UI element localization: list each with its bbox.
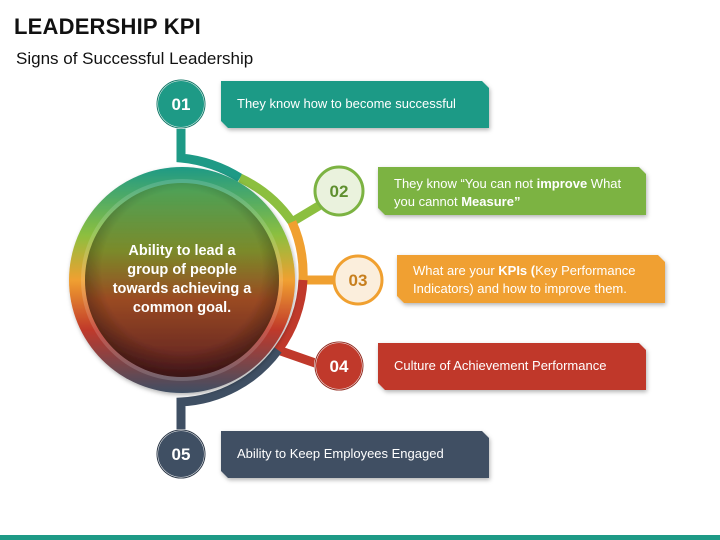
number-circle-05: 05 <box>156 429 206 479</box>
connector-lines <box>176 125 338 432</box>
connector-04 <box>270 279 320 369</box>
item-text-02-bold2: Measure” <box>461 194 521 209</box>
item-text-02-bold1: improve <box>536 176 588 191</box>
number-05: 05 <box>172 445 191 464</box>
item-text-02-part2: What you cannot <box>394 176 622 209</box>
page-subtitle: Signs of Successful Leadership <box>16 49 254 68</box>
item-text-02: They know “You can not improve What you … <box>394 175 634 211</box>
connector-02 <box>238 173 325 229</box>
center-text: Ability to lead a group of people toward… <box>112 243 252 316</box>
item-text-02-part1: They know “You can not <box>394 176 537 191</box>
number-circle-03: 03 <box>332 254 384 306</box>
number-01: 01 <box>172 95 191 114</box>
item-text-03-part2: Key Performance Indicators) and how to i… <box>413 263 636 296</box>
item-text-04: Culture of Achievement Performance <box>394 358 607 373</box>
page-title: LEADERSHIP KPI <box>14 14 201 39</box>
item-text-03: What are your KPIs (Key Performance Indi… <box>413 262 653 298</box>
item-box-01 <box>221 81 489 128</box>
item-box-03 <box>397 255 665 303</box>
item-box-05 <box>221 431 489 478</box>
item-text-05: Ability to Keep Employees Engaged <box>237 446 444 461</box>
number-03: 03 <box>349 271 368 290</box>
footer-bar <box>0 535 720 540</box>
connector-03 <box>287 220 338 285</box>
number-02: 02 <box>330 182 349 201</box>
connector-01 <box>176 125 243 182</box>
center-circle <box>69 167 295 393</box>
item-text-03-part1: What are your <box>413 263 499 278</box>
number-circle-04: 04 <box>314 341 364 391</box>
number-circle-02: 02 <box>313 165 365 217</box>
number-circle-01: 01 <box>156 79 206 129</box>
item-box-02 <box>378 167 646 215</box>
item-box-04 <box>378 343 646 390</box>
item-text-01: They know how to become successful <box>237 96 456 111</box>
connector-05 <box>176 347 282 432</box>
number-04: 04 <box>330 357 349 376</box>
item-text-03-bold1: KPIs ( <box>498 263 536 278</box>
